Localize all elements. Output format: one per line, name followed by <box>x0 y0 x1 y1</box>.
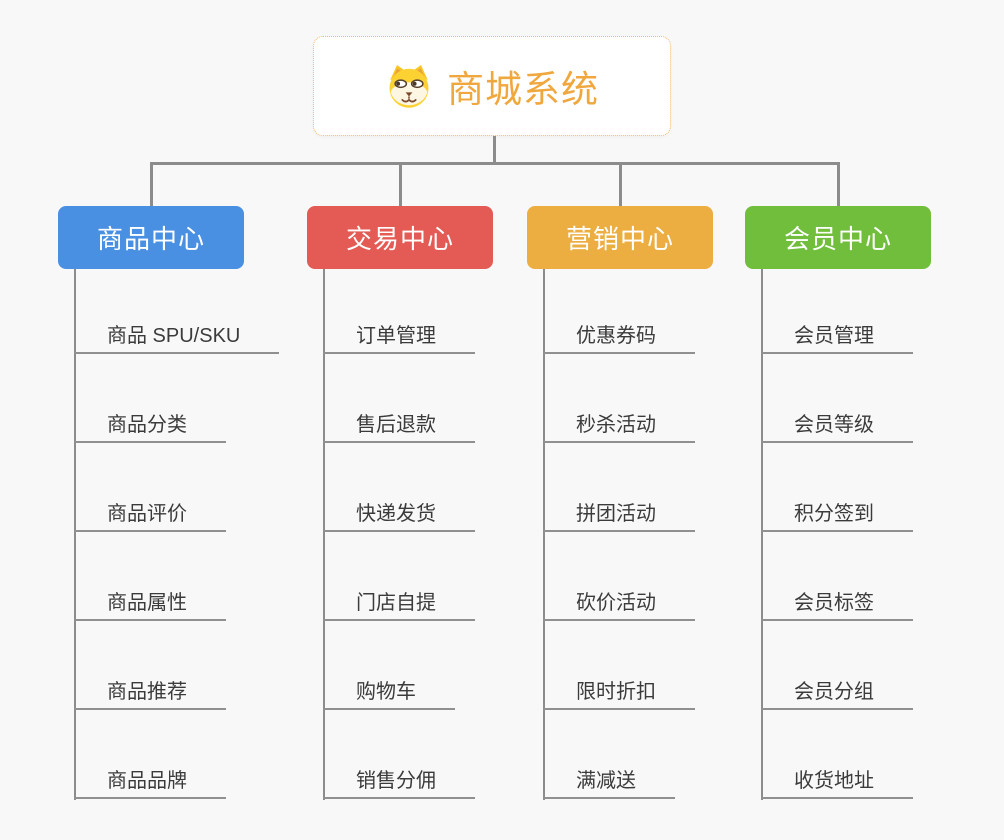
child-node[interactable]: 满减送 <box>543 768 675 799</box>
root-title: 商城系统 <box>447 69 599 110</box>
connector-line <box>149 162 840 165</box>
connector-line <box>836 162 840 207</box>
child-node[interactable]: 商品推荐 <box>74 679 226 710</box>
child-node[interactable]: 会员标签 <box>761 590 913 621</box>
child-node[interactable]: 快递发货 <box>323 501 475 532</box>
branch-node-3[interactable]: 营销中心 <box>527 206 713 269</box>
branch-trunk-line <box>543 269 545 800</box>
connector-line <box>149 162 153 207</box>
child-node[interactable]: 购物车 <box>323 679 455 710</box>
branch-node-4[interactable]: 会员中心 <box>745 206 931 269</box>
connector-line <box>492 136 496 165</box>
branch-trunk-line <box>761 269 763 800</box>
child-node[interactable]: 收货地址 <box>761 768 913 799</box>
connector-line <box>398 162 402 207</box>
child-node[interactable]: 门店自提 <box>323 590 475 621</box>
child-node[interactable]: 商品 SPU/SKU <box>74 323 280 354</box>
connector-line <box>618 162 622 207</box>
child-node[interactable]: 订单管理 <box>323 323 475 354</box>
child-node[interactable]: 拼团活动 <box>543 501 695 532</box>
child-node[interactable]: 会员管理 <box>761 323 913 354</box>
child-node[interactable]: 销售分佣 <box>323 768 475 799</box>
child-node[interactable]: 优惠券码 <box>543 323 695 354</box>
child-node[interactable]: 售后退款 <box>323 412 475 443</box>
child-node[interactable]: 限时折扣 <box>543 679 695 710</box>
child-node[interactable]: 会员分组 <box>761 679 913 710</box>
branch-label: 会员中心 <box>783 224 892 254</box>
child-node[interactable]: 商品分类 <box>74 412 226 443</box>
root-node[interactable]: 商城系统 <box>313 36 671 136</box>
branch-label: 商品中心 <box>96 224 205 254</box>
child-node[interactable]: 商品评价 <box>74 501 226 532</box>
branch-node-2[interactable]: 交易中心 <box>307 206 493 269</box>
child-node[interactable]: 商品品牌 <box>74 768 226 799</box>
child-node[interactable]: 砍价活动 <box>543 590 695 621</box>
branch-node-1[interactable]: 商品中心 <box>58 206 244 269</box>
branch-trunk-line <box>74 269 76 800</box>
dog-face-icon <box>385 63 433 109</box>
child-node[interactable]: 会员等级 <box>761 412 913 443</box>
branch-label: 交易中心 <box>345 224 454 254</box>
branch-trunk-line <box>323 269 325 800</box>
child-node[interactable]: 积分签到 <box>761 501 913 532</box>
child-node[interactable]: 商品属性 <box>74 590 226 621</box>
child-node[interactable]: 秒杀活动 <box>543 412 695 443</box>
branch-label: 营销中心 <box>565 224 674 254</box>
